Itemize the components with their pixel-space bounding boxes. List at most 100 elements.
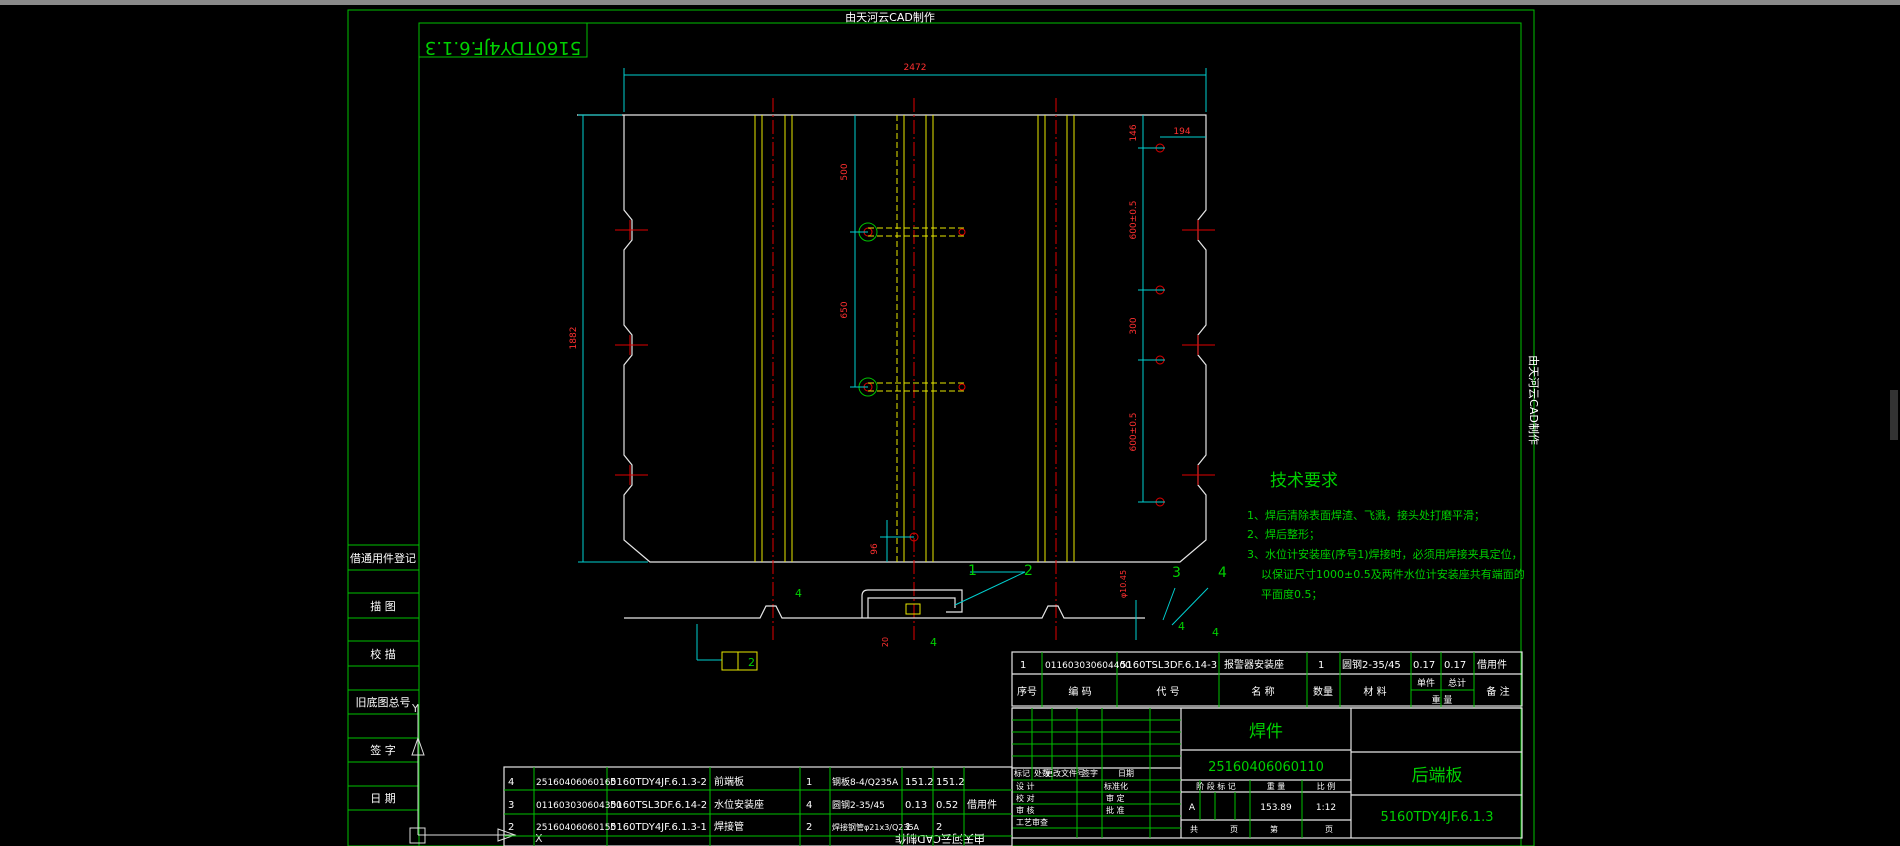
lower-bom-1-mat: 圆钢2-35/45 <box>832 799 885 811</box>
title-part-name: 后端板 <box>1412 766 1463 786</box>
title-code: 25160406060110 <box>1208 760 1324 775</box>
lower-bom-1-name: 水位安装座 <box>714 798 764 811</box>
lower-bom-1-part: 5160TSL3DF.6.14-2 <box>610 800 707 811</box>
lower-bom-1-note: 借用件 <box>967 799 997 811</box>
dim-600b: 600±0.5 <box>1129 412 1139 451</box>
sheet-1: 页 <box>1230 825 1238 834</box>
title-stage: A <box>1189 803 1196 813</box>
dim-300: 300 <box>1129 317 1139 334</box>
bom-hdr-total: 总计 <box>1448 677 1466 689</box>
balloon-4: 4 <box>1218 565 1227 581</box>
upper-bom-code: 011603030604400 <box>1045 661 1131 671</box>
rev-hdr-3: 签字 <box>1082 768 1098 778</box>
role2-2: 批 准 <box>1106 805 1125 815</box>
dim-600a: 600±0.5 <box>1129 200 1139 239</box>
weld-label-a: 4 <box>795 587 802 600</box>
title-block-grid <box>1011 707 1523 839</box>
balloon-2: 2 <box>1024 563 1033 579</box>
tech-line-1: 1、焊后清除表面焊渣、飞溅，接头处打磨平滑； <box>1247 508 1485 522</box>
lower-bom-0-mat: 钢板8-4/Q235A <box>832 776 899 788</box>
scrollbar-thumb[interactable] <box>1890 390 1898 440</box>
weld-label-c: 4 <box>1178 620 1185 633</box>
lower-bom-0-seq: 4 <box>508 777 514 788</box>
bom-hdr-code: 编 码 <box>1068 685 1091 698</box>
tech-line-4: 以保证尺寸1000±0.5及两件水位计安装座共有端面的 <box>1261 567 1525 581</box>
lower-bom-0-name: 前端板 <box>714 775 744 788</box>
bom-hdr-note: 备 注 <box>1486 685 1509 698</box>
outer-border <box>347 9 1535 846</box>
dim-500: 500 <box>840 163 850 180</box>
lower-bom-1-qty: 4 <box>806 800 812 811</box>
weld-label-d: 4 <box>1212 626 1219 639</box>
lower-bom-grid <box>503 766 1013 846</box>
rev-hdr-1: 处数 <box>1034 768 1050 778</box>
drawing-number-box <box>418 22 588 58</box>
upper-bom-w2: 0.17 <box>1444 660 1466 671</box>
tech-title: 技术要求 <box>1270 471 1338 491</box>
left-label-5: 日 期 <box>370 792 396 805</box>
title-kind: 焊件 <box>1249 722 1283 742</box>
sheet-3: 页 <box>1325 825 1333 834</box>
lower-bom-2-w2: 2 <box>936 822 942 833</box>
left-side-panel <box>347 544 420 846</box>
upper-bom-material: 圆钢2-35/45 <box>1342 658 1401 671</box>
lower-bom-1-w2: 0.52 <box>936 800 958 811</box>
upper-bom-qty: 1 <box>1318 660 1324 671</box>
upper-bom-part: 5160TSL3DF.6.14-3 <box>1120 660 1217 671</box>
left-label-4: 签 字 <box>370 743 396 757</box>
lower-bom-2-seq: 2 <box>508 822 514 833</box>
dim-height: 1882 <box>569 327 579 350</box>
role-0: 设 计 <box>1016 781 1035 791</box>
banner-bottom: 由天河云CAD制作 <box>895 832 985 846</box>
banner-top: 由天河云CAD制作 <box>845 10 935 24</box>
rev-hdr-0: 标记 <box>1014 768 1030 778</box>
lower-bom-2-name: 焊接管 <box>714 820 744 833</box>
dim-194: 194 <box>1173 127 1190 137</box>
rev-hdr-4: 日期 <box>1118 769 1134 778</box>
tech-line-3: 3、水位计安装座(序号1)焊接时，必须用焊接夹具定位， <box>1247 547 1523 561</box>
role2-1: 审 定 <box>1106 793 1125 803</box>
tech-line-2: 2、焊后整形； <box>1247 527 1320 541</box>
bom-hdr-unit: 单件 <box>1417 677 1435 689</box>
left-label-0: 借通用件登记 <box>350 551 416 565</box>
role-2: 审 核 <box>1016 805 1035 815</box>
upper-bom-seq: 1 <box>1020 660 1026 671</box>
dim-20: 20 <box>881 637 890 647</box>
left-label-1: 描 图 <box>370 599 396 613</box>
lower-bom-1-seq: 3 <box>508 800 514 811</box>
lower-bom-0-w1: 151.2 <box>905 777 934 788</box>
dim-96: 96 <box>870 543 880 555</box>
lower-bom-2-qty: 2 <box>806 822 812 833</box>
stage-hdr-2: 比 例 <box>1317 781 1336 791</box>
dim-650: 650 <box>840 301 850 318</box>
svg-text:Y: Y <box>411 702 419 715</box>
inner-border <box>418 22 1522 846</box>
bom-hdr-mat: 材 料 <box>1363 685 1386 698</box>
title-scale: 1:12 <box>1316 803 1336 813</box>
lower-bom-0-qty: 1 <box>806 777 812 788</box>
lower-bom-2-w1: 1 <box>905 822 911 833</box>
lower-bom-1-code: 011603030604300 <box>536 801 622 811</box>
left-label-2: 校 描 <box>370 647 396 661</box>
tech-line-5: 平面度0.5； <box>1261 587 1323 601</box>
dim-overall-width: 2472 <box>904 63 927 73</box>
weld-label-b: 4 <box>930 636 937 649</box>
balloon-3: 3 <box>1172 565 1181 581</box>
bom-hdr-name: 名 称 <box>1251 685 1274 698</box>
flatness-value: 2 <box>748 656 755 669</box>
drawing-number-mirrored: 5160TDY4JF.6.1.3 <box>425 37 581 58</box>
lower-bom-2-part: 5160TDY4JF.6.1.3-1 <box>610 822 707 833</box>
svg-text:X: X <box>535 832 543 845</box>
lower-bom-2-code: 25160406060150 <box>536 823 616 833</box>
vertical-scrollbar[interactable] <box>1888 5 1900 846</box>
lower-bom-0-part: 5160TDY4JF.6.1.3-2 <box>610 777 707 788</box>
plate-front-view <box>577 98 1215 640</box>
dimensions: 2472 1882 500 650 96 146 600±0.5 300 600… <box>569 63 1207 563</box>
dim-146: 146 <box>1129 124 1139 141</box>
rev-hdr-2: 更改文件号 <box>1045 768 1085 778</box>
upper-bom-w1: 0.17 <box>1413 660 1435 671</box>
title-bar <box>0 0 1900 5</box>
lower-bom-1-w1: 0.13 <box>905 800 927 811</box>
balloon-1: 1 <box>968 563 977 579</box>
